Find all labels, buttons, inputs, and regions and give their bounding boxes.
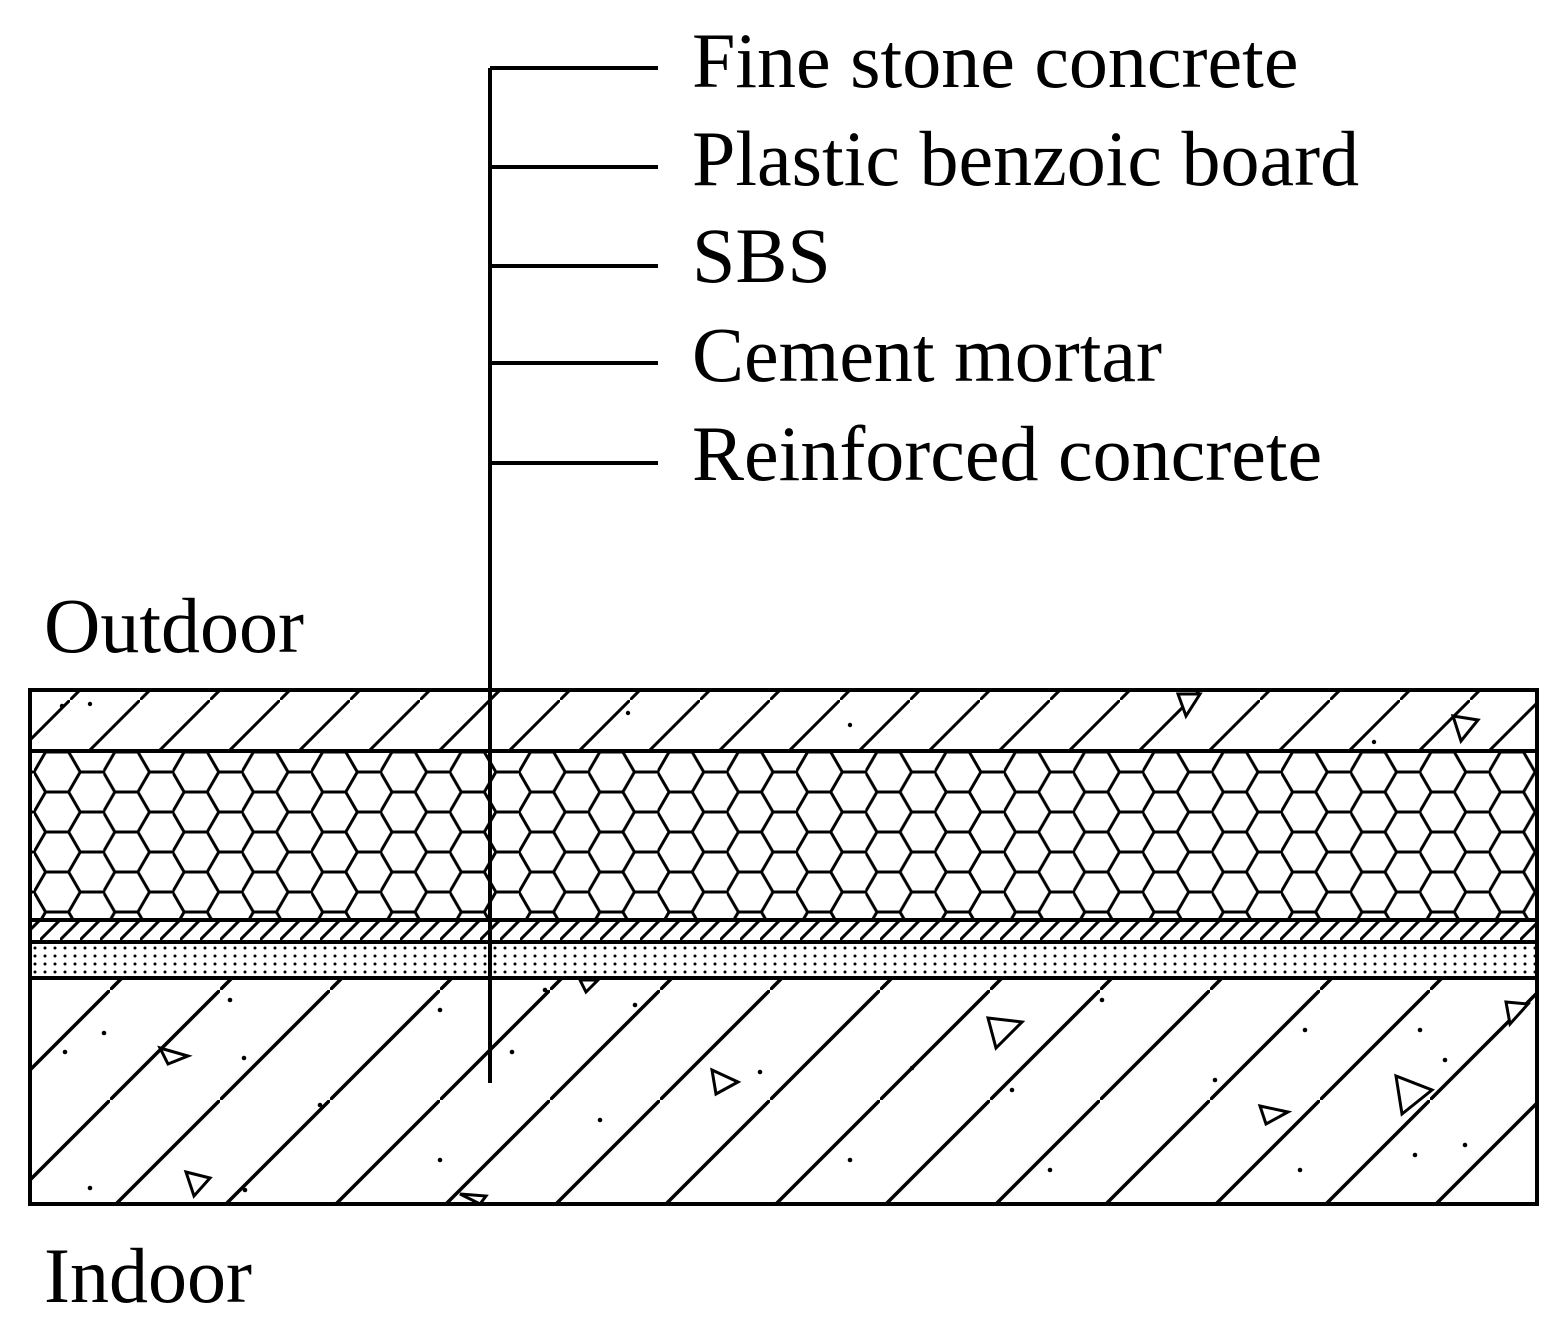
aggregate-triangle bbox=[985, 1016, 1026, 1051]
layer-label-plastic-benzoic-board: Plastic benzoic board bbox=[692, 115, 1359, 202]
aggregate-triangle bbox=[1175, 692, 1203, 720]
aggregate-triangle bbox=[1504, 1000, 1532, 1028]
section-frame bbox=[28, 688, 1539, 1206]
layer-label-sbs: SBS bbox=[692, 212, 831, 299]
aggregate-triangle bbox=[710, 1067, 742, 1097]
aggregate-triangle bbox=[183, 1169, 213, 1199]
aggregate-triangle bbox=[1394, 1073, 1435, 1117]
layer-cement-mortar bbox=[30, 944, 1537, 977]
layer-reinforced-concrete bbox=[30, 978, 1537, 1206]
layer-label-fine-stone-concrete: Fine stone concrete bbox=[692, 17, 1298, 104]
layer-label-cement-mortar: Cement mortar bbox=[692, 311, 1162, 398]
layer-sbs bbox=[30, 921, 1537, 941]
indoor-label: Indoor bbox=[44, 1232, 252, 1319]
layer-label-reinforced-concrete: Reinforced concrete bbox=[692, 410, 1322, 497]
outdoor-label: Outdoor bbox=[44, 582, 304, 669]
aggregate-triangle bbox=[1450, 714, 1481, 745]
aggregate-triangle bbox=[1257, 1103, 1293, 1127]
aggregate-triangle bbox=[157, 1045, 193, 1066]
layer-fine-stone-concrete bbox=[30, 690, 1537, 750]
aggregate-triangle bbox=[459, 1192, 489, 1206]
layer-plastic-benzoic-board bbox=[30, 752, 1537, 919]
